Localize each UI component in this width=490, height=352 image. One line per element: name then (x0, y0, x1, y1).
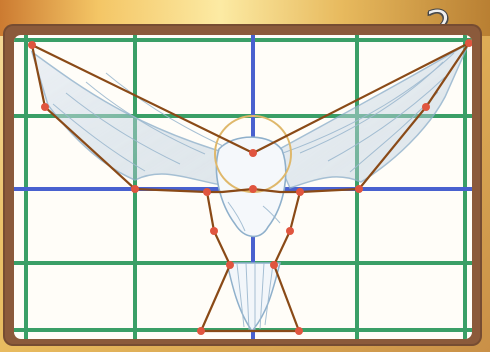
vertex-dot-icon (210, 227, 218, 235)
bird-construction-diagram (14, 35, 472, 339)
vertex-dot-icon (226, 261, 234, 269)
vertex-dot-icon (355, 185, 363, 193)
vertex-dot-icon (41, 103, 49, 111)
vertex-dot-icon (28, 41, 36, 49)
vertex-dot-icon (131, 185, 139, 193)
vertex-dot-icon (286, 227, 294, 235)
grid-panel (14, 35, 472, 339)
vertex-dot-icon (249, 185, 257, 193)
vertex-dot-icon (203, 188, 211, 196)
vertex-dot-icon (422, 103, 430, 111)
vertex-dot-icon (270, 261, 278, 269)
vertex-dot-icon (296, 188, 304, 196)
vertex-dot-icon (197, 327, 205, 335)
vertex-dot-icon (249, 149, 257, 157)
vertex-dot-icon (295, 327, 303, 335)
